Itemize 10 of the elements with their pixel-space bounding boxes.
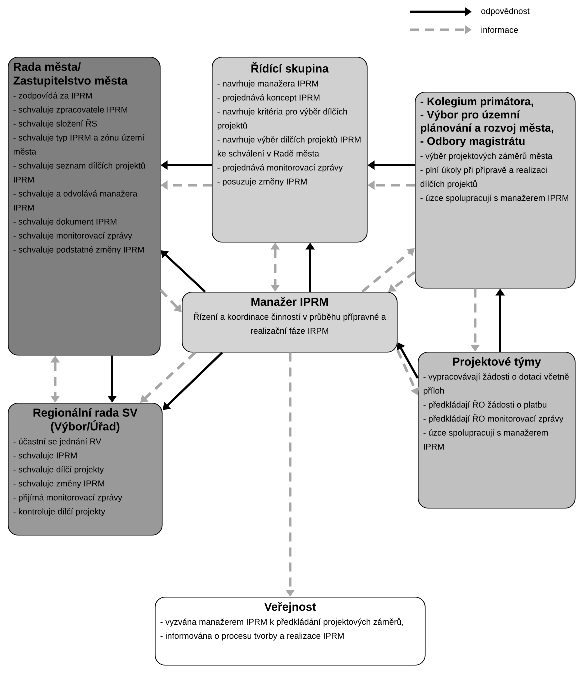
public-box: Veřejnost - vyzvána manažerem IPRM k předkládání projektových záměrů, - informována o procesu tvorby a realizace IPRM: [155, 597, 426, 666]
committee-box: - Kolegium primátora, - Výbor pro územní plánování a rozvoj města, - Odbory magistrátu - výběr projektových záměrů města - plní úkoly při přípravě a realizaci dílčích projektů - úzce spolupracují s manažerem IPRM: [415, 92, 576, 289]
arrow: [160, 290, 182, 312]
project-team-box: Projektové týmy - vypracovávají žádosti o dotaci včetně příloh - předkládají ŘO žádosti o platbu - předkládají ŘO monitorovací zprávy - úzce spolupracují s manažerem IPRM: [418, 352, 576, 509]
legend-label: odpovědnost: [482, 8, 530, 16]
steering-group-box: Řídící skupina - navrhuje manažera IPRM - projednává koncept IPRM - navrhuje kritéria pro výběr dílčích projektů - navrhuje výběr dílčích projektů IPRM ke schválení v Radě města - projednává monitorovací zprávy - posuzuje změny IPRM: [212, 57, 368, 243]
council-box: Rada města/ Zastupitelstvo města - zodpovídá za IPRM - schvaluje zpracovatele IPRM - schvaluje složení ŘS - schvaluje typ IPRM a zónu území města - schvaluje seznam dílčích projektů IPRM - schvaluje a odvolává manažera IPRM - schvaluje dokument IPRM - schvaluje monitorovací zprávy - schvaluje podstatné změny IPRM: [8, 57, 161, 356]
legend-label: informace: [482, 26, 518, 34]
manager-box: Manažer IPRM Řízení a koordinace činností v průběhu přípravné a realizační fáze IRPM: [182, 292, 398, 353]
regional-council-box: Regionální rada SV (Výbor/Úřad) - účastní se jednání RV - schvaluje IPRM - schvaluje dílčí projekty - schvaluje změny IPRM - přijímá monitorovací zprávy - kontroluje dílčí projekty: [8, 403, 163, 536]
